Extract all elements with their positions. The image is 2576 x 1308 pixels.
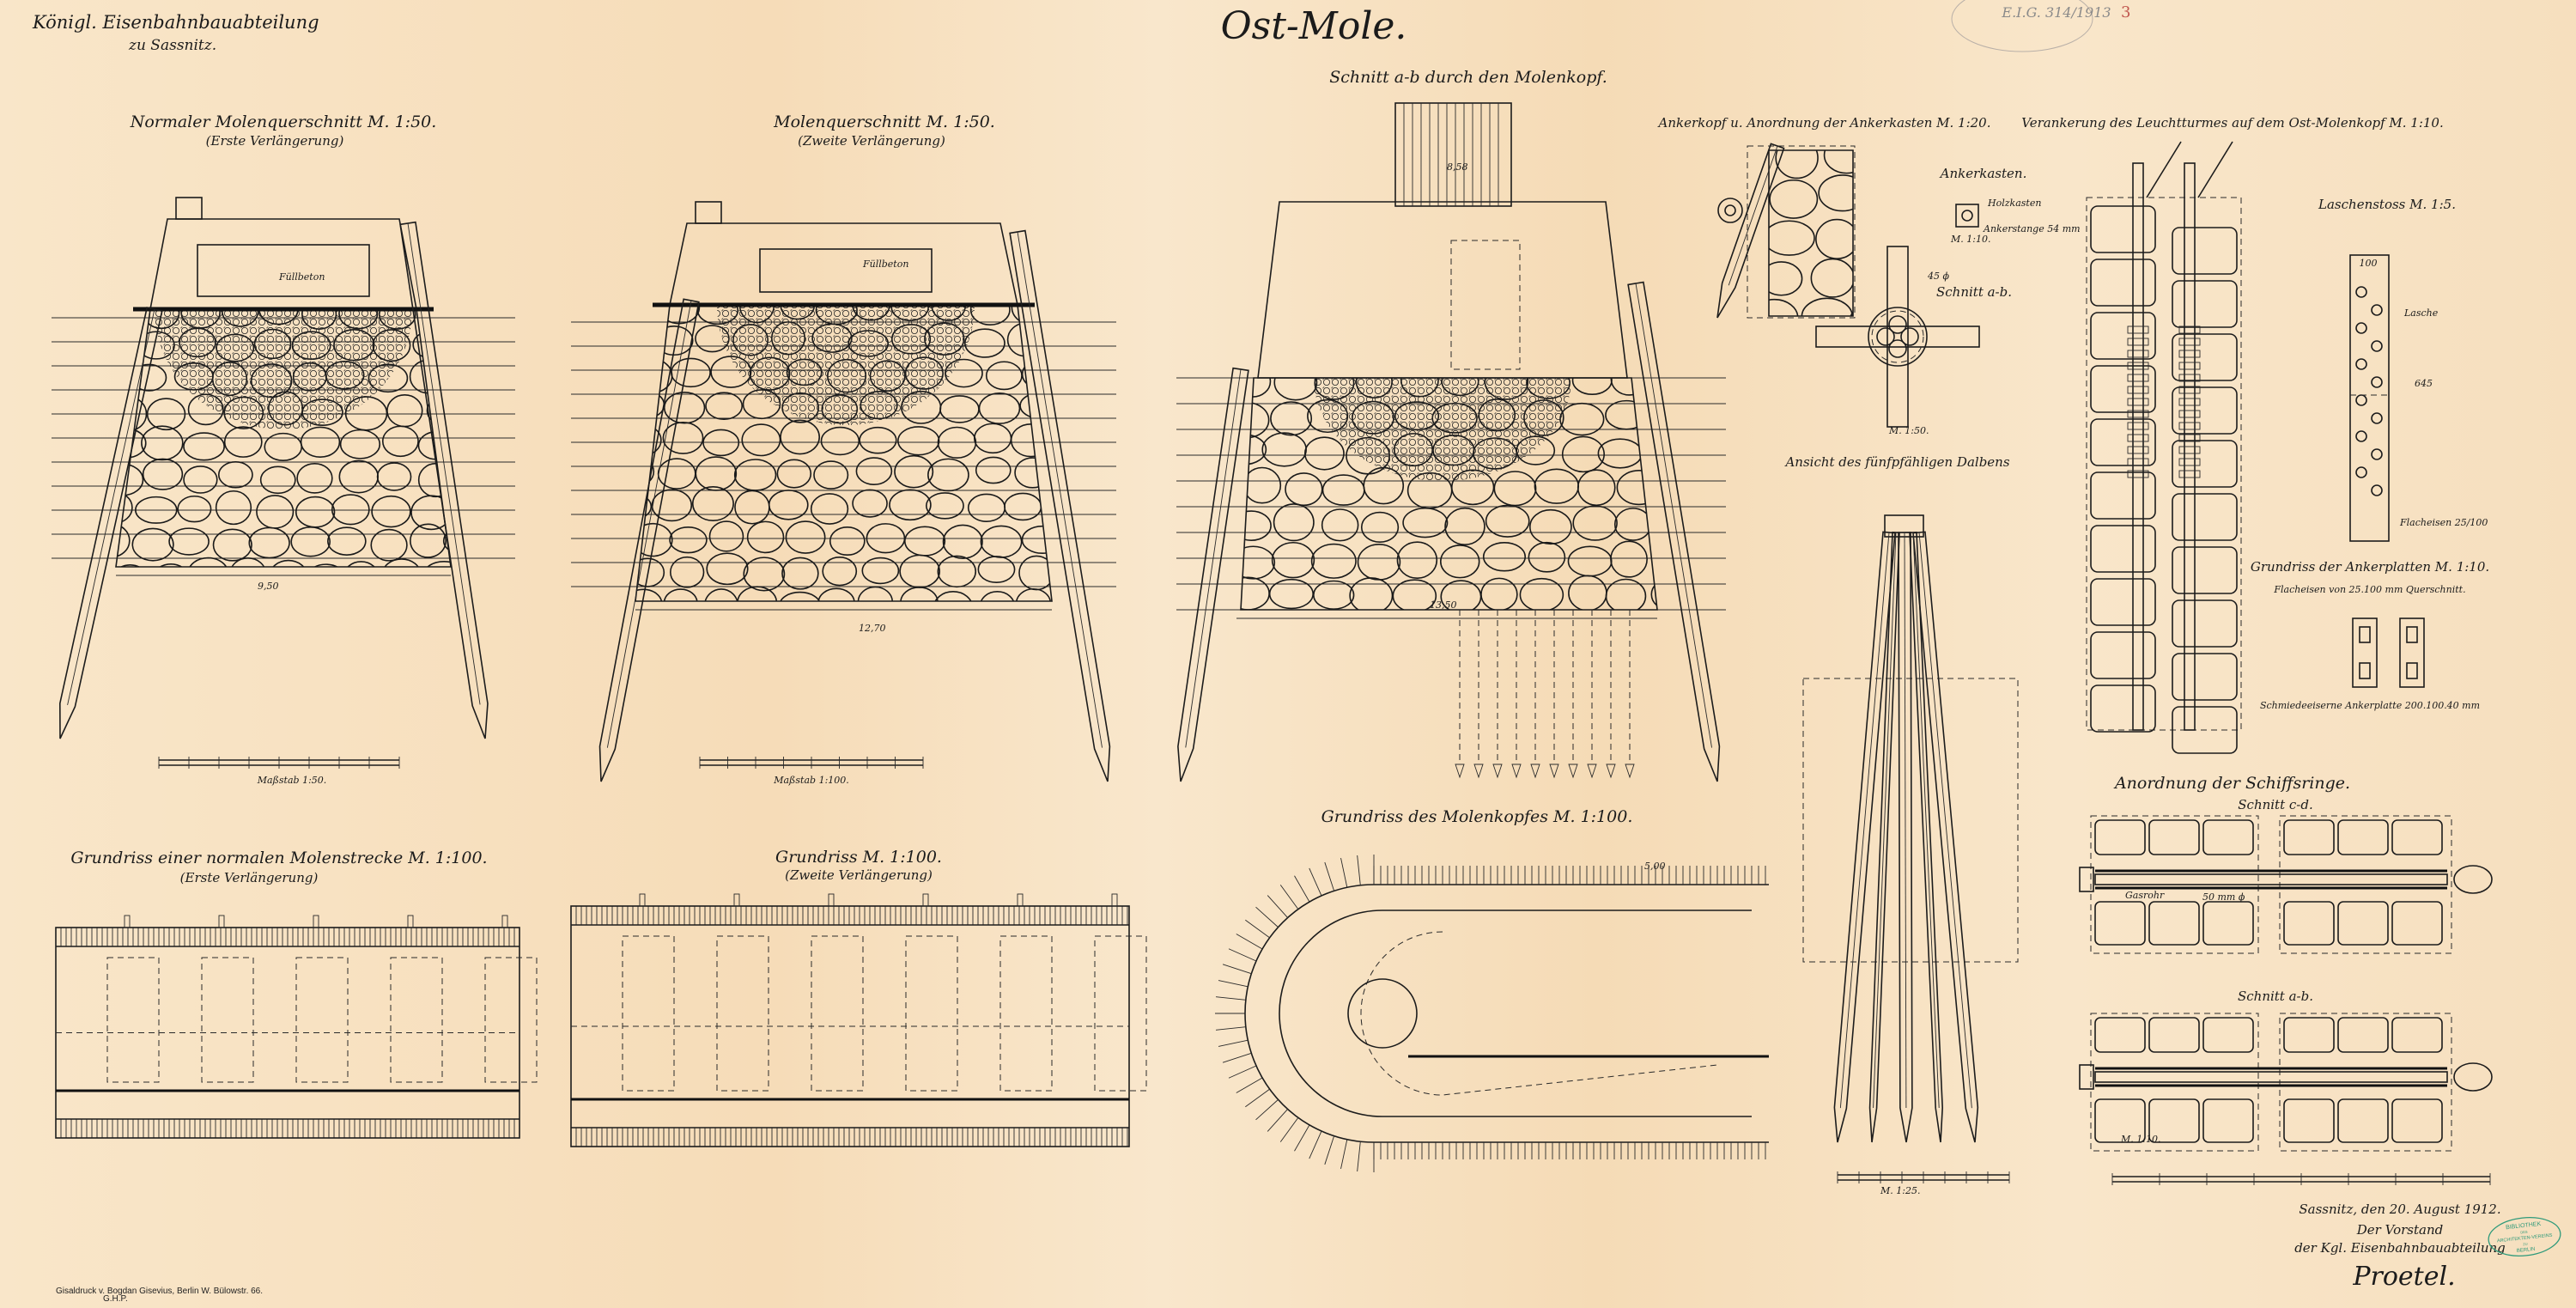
signature-line1: Der Vorstand [2356, 1222, 2443, 1238]
fishplate-width-dim: 100 [2360, 258, 2378, 269]
fishplate-title: Laschenstoss M. 1:5. [2318, 197, 2456, 212]
svg-text:BERLIN: BERLIN [2517, 1247, 2536, 1254]
anchor-box-title: Ankerkasten. [1939, 166, 2027, 181]
mooring-section-cd-drawing [2079, 815, 2493, 954]
cross-section-2 [571, 201, 1116, 782]
anchor-plates-note1: Flacheisen von 25.100 mm Querschnitt. [2273, 584, 2465, 595]
fill-label-1: Füllbeton [278, 271, 325, 283]
anchor-box-label: Holzkasten [1987, 198, 2041, 209]
dolphin-dia: 45 ϕ [1927, 271, 1949, 282]
dolphin-view-drawing [1802, 514, 2019, 1183]
mooring-pipe-label: Gasrohr [2125, 890, 2165, 901]
lighthouse-anchor-title: Verankerung des Leuchtturmes auf dem Ost… [2021, 115, 2444, 131]
anchor-box-scale: M. 1:10. [1950, 234, 1990, 245]
printer-code: G.H.P. [103, 1294, 128, 1304]
signature-name: Proetel. [2352, 1262, 2455, 1292]
fishplate-total-dim: 645 [2415, 378, 2433, 389]
sheet-number: 3 [2121, 3, 2130, 21]
archive-number: E.I.G. 314/1913 [2001, 4, 2111, 21]
drawing-linework [52, 102, 2493, 1185]
plan-normal-title: Grundriss einer normalen Molenstrecke M.… [70, 849, 487, 867]
mooring-section-ab-drawing [2079, 1013, 2493, 1152]
plan-normal-subtitle: (Erste Verlängerung) [180, 870, 319, 885]
scale-label-1: Maßstab 1:50. [257, 775, 327, 786]
issuer-line-1: Königl. Eisenbahnbauabteilung [32, 12, 319, 33]
svg-text:DES: DES [2520, 1230, 2528, 1235]
lighthouse-anchor-drawing [2086, 141, 2242, 754]
mooring-scale-bar [2111, 1173, 2491, 1185]
plan2-title: Grundriss M. 1:100. [775, 848, 942, 867]
normal-cross-title: Normaler Molenquerschnitt M. 1:50. [130, 113, 437, 131]
head-dim-top: 8,58 [1447, 161, 1468, 173]
dolphin-cross-section [1815, 246, 1980, 428]
svg-text:BIBLIOTHEK: BIBLIOTHEK [2506, 1221, 2542, 1231]
plan-2-drawing [570, 893, 1147, 1147]
sheet-title: Ost-Mole. [1221, 4, 1407, 48]
plan-normal-drawing [55, 915, 538, 1139]
plan-head-dim: 5,00 [1644, 861, 1666, 872]
mooring-scale: M. 1:10. [2120, 1134, 2160, 1145]
dolphin-section-title: Schnitt a-b. [1936, 284, 2012, 300]
mooring-rings-title: Anordnung der Schiffsringe. [2113, 774, 2350, 793]
anchor-plates-title: Grundriss der Ankerplatten M. 1:10. [2251, 559, 2489, 575]
cross2-subtitle: (Zweite Verlängerung) [798, 133, 945, 149]
head-section-drawing [1176, 102, 1726, 782]
issuer-line-2: zu Sassnitz. [128, 37, 216, 54]
dolphin-section-scale: M. 1:50. [1888, 425, 1929, 436]
normal-cross-subtitle: (Erste Verlängerung) [206, 133, 344, 149]
anchor-rod-label: Ankerstange 54 mm [1983, 223, 2081, 234]
fishplate-label: Lasche [2403, 307, 2439, 319]
mooring-section-ab: Schnitt a-b. [2238, 989, 2313, 1004]
cross2-title: Molenquerschnitt M. 1:50. [773, 113, 995, 131]
width-dim-1: 9,50 [258, 581, 279, 592]
plan2-subtitle: (Zweite Verlängerung) [785, 867, 933, 883]
signature-line2: der Kgl. Eisenbahnbauabteilung [2294, 1240, 2506, 1256]
width-dim-2: 12,70 [859, 623, 886, 634]
anchor-plates-note2: Schmiedeeiserne Ankerplatte 200.100.40 m… [2260, 700, 2480, 711]
plan-head-drawing [1215, 855, 1769, 1172]
mooring-dia-label: 50 mm ϕ [2202, 891, 2245, 903]
archive-mark: E.I.G. 314/1913 3 [1951, 0, 2130, 52]
anchor-plates-drawing [2352, 617, 2425, 688]
fishplate-drawing [2349, 254, 2390, 542]
dolphin-scale: M. 1:25. [1880, 1185, 1920, 1196]
dolphin-view-title: Ansicht des fünfpfähligen Dalbens [1783, 454, 2009, 470]
anchor-head-title: Ankerkopf u. Anordnung der Ankerkasten M… [1657, 115, 1991, 131]
flatbar-label: Flacheisen 25/100 [2399, 517, 2488, 528]
place-date: Sassnitz, den 20. August 1912. [2299, 1202, 2500, 1217]
scale-label-2: Maßstab 1:100. [773, 775, 849, 786]
anchor-head-drawing [1716, 143, 1979, 319]
svg-text:ZU: ZU [2523, 1242, 2528, 1247]
mooring-section-cd: Schnitt c-d. [2238, 797, 2312, 812]
head-section-title: Schnitt a-b durch den Molenkopf. [1329, 68, 1607, 87]
signature-block: Sassnitz, den 20. August 1912. Der Vorst… [2294, 1202, 2506, 1292]
printer-credit: Gisaldruck v. Bogdan Gisevius, Berlin W.… [56, 1287, 263, 1296]
fill-label-2: Füllbeton [862, 259, 908, 270]
plan-head-title: Grundriss des Molenkopfes M. 1:100. [1321, 807, 1633, 826]
normal-cross-section [52, 197, 515, 769]
